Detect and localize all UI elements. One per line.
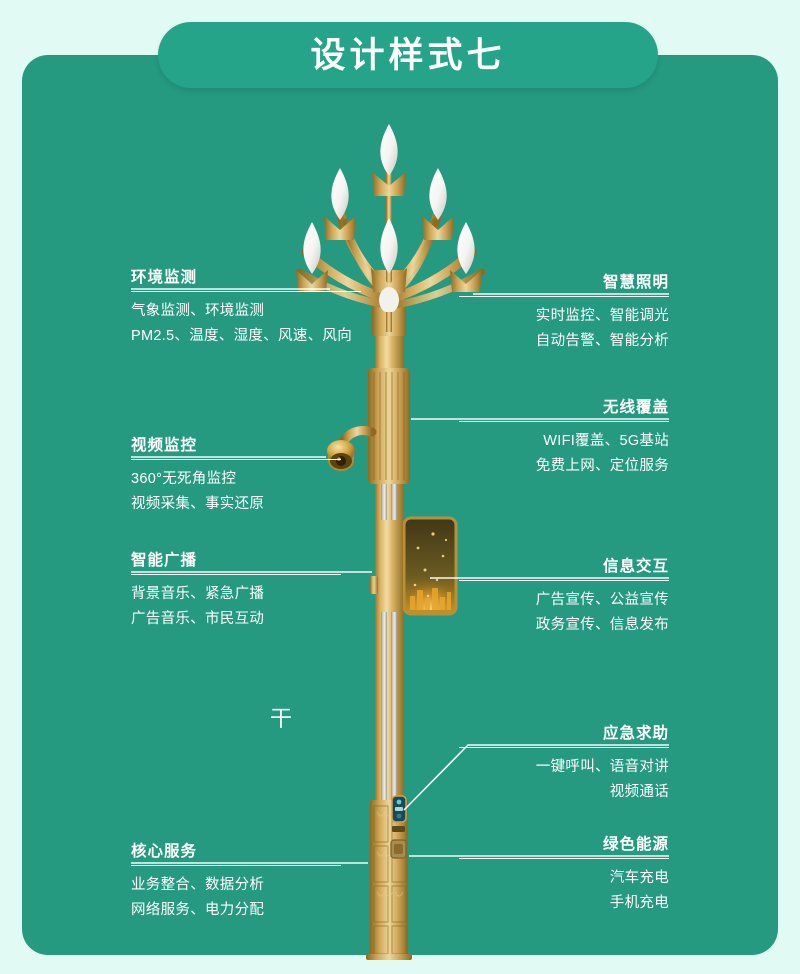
callout-environment-monitoring: 环境监测 气象监测、环境监测 PM2.5、温度、湿度、风速、风向 xyxy=(131,265,361,349)
callout-line-2: 自动告警、智能分析 xyxy=(535,333,669,349)
callout-line-2: 政务宣传、信息发布 xyxy=(535,617,669,633)
callout-smart-lighting: 智慧照明 实时监控、智能调光 自动告警、智能分析 xyxy=(459,270,669,354)
callout-line-2: 视频通话 xyxy=(609,784,669,800)
callout-underline xyxy=(131,291,361,292)
callout-underline xyxy=(131,459,341,460)
callout-information-interaction: 信息交互 广告宣传、公益宣传 政务宣传、信息发布 xyxy=(459,554,669,638)
callout-underline xyxy=(459,421,669,422)
callout-title: 智能广播 xyxy=(131,552,198,569)
callout-wireless-coverage: 无线覆盖 WIFI覆盖、5G基站 免费上网、定位服务 xyxy=(459,395,669,479)
callout-emergency-help: 应急求助 一键呼叫、语音对讲 视频通话 xyxy=(459,721,669,805)
callout-line-2: 免费上网、定位服务 xyxy=(535,458,669,474)
callout-line-2: 网络服务、电力分配 xyxy=(131,902,265,918)
callout-title: 应急求助 xyxy=(602,725,669,742)
callout-line-2: 视频采集、事实还原 xyxy=(131,496,265,512)
callout-line-1: WIFI覆盖、5G基站 xyxy=(543,433,669,449)
callout-underline xyxy=(131,574,341,575)
callout-underline xyxy=(459,858,669,859)
callout-title: 无线覆盖 xyxy=(602,399,669,416)
callout-underline xyxy=(459,747,669,748)
page-title: 设计样式七 xyxy=(310,35,506,75)
callout-line-1: 汽车充电 xyxy=(609,870,669,886)
stray-mark: 干 xyxy=(270,706,293,731)
callout-underline xyxy=(131,865,341,866)
callout-green-energy: 绿色能源 汽车充电 手机充电 xyxy=(459,832,669,916)
callout-underline xyxy=(459,580,669,581)
callout-video-monitoring: 视频监控 360°无死角监控 视频采集、事实还原 xyxy=(131,433,341,517)
callout-title: 绿色能源 xyxy=(602,836,669,853)
callout-line-2: PM2.5、温度、湿度、风速、风向 xyxy=(131,328,353,344)
callout-title: 信息交互 xyxy=(602,558,669,575)
callout-title: 视频监控 xyxy=(131,437,198,454)
leader-emergency xyxy=(403,744,669,811)
callout-underline xyxy=(459,296,669,297)
callout-line-2: 手机充电 xyxy=(609,895,669,911)
callout-title: 核心服务 xyxy=(131,843,198,860)
callout-line-1: 360°无死角监控 xyxy=(131,471,237,487)
callout-title: 环境监测 xyxy=(131,269,198,286)
callout-smart-broadcast: 智能广播 背景音乐、紧急广播 广告音乐、市民互动 xyxy=(131,548,341,632)
callout-line-1: 实时监控、智能调光 xyxy=(535,308,669,324)
callout-line-1: 业务整合、数据分析 xyxy=(131,877,265,893)
callout-title: 智慧照明 xyxy=(602,274,669,291)
callout-line-1: 一键呼叫、语音对讲 xyxy=(535,759,669,775)
callout-line-1: 背景音乐、紧急广播 xyxy=(131,586,265,602)
title-banner: 设计样式七 xyxy=(158,22,658,88)
callout-line-1: 广告宣传、公益宣传 xyxy=(535,592,669,608)
callout-line-2: 广告音乐、市民互动 xyxy=(131,611,265,627)
callout-line-1: 气象监测、环境监测 xyxy=(131,303,265,319)
callout-core-service: 核心服务 业务整合、数据分析 网络服务、电力分配 xyxy=(131,839,341,923)
